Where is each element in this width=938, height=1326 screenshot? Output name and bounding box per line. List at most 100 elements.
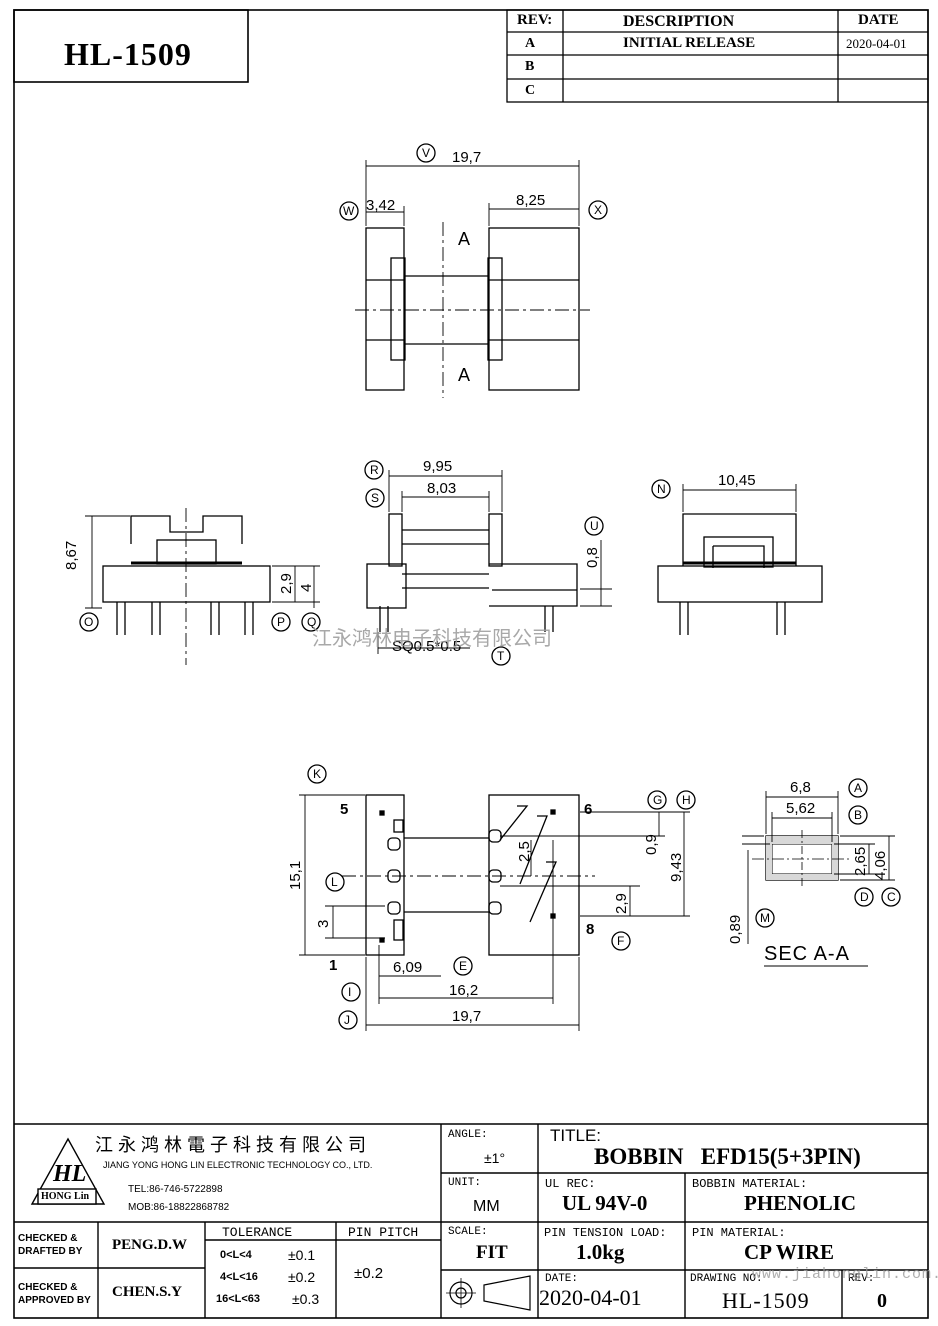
top-dim-overall: 19,7 xyxy=(452,149,482,166)
top-view-drawing xyxy=(339,143,608,398)
tolerance-range-3: 16<L<63 xyxy=(216,1293,261,1305)
tolerance-range-2: 4<L<16 xyxy=(220,1271,258,1283)
company-logo-subtext: HONG Lin xyxy=(41,1191,90,1202)
callout-k: K xyxy=(313,767,322,781)
url-watermark: www.jiahonglin.com.cn xyxy=(752,1266,938,1283)
front-pin-note: SQ0.5*0.5 xyxy=(392,638,462,655)
callout-j: J xyxy=(344,1013,350,1027)
callout-f: F xyxy=(617,934,625,948)
part-number: HL-1509 xyxy=(64,36,192,72)
callout-u: U xyxy=(590,519,599,533)
section-mark-bottom: A xyxy=(458,365,471,385)
angle-label: ANGLE: xyxy=(448,1129,488,1141)
drafted-label-1: CHECKED & xyxy=(18,1233,78,1244)
rev-row-a-description: INITIAL RELEASE xyxy=(623,35,756,51)
approved-by-value: CHEN.S.Y xyxy=(112,1284,183,1300)
ulrec-value: UL 94V-0 xyxy=(562,1191,648,1215)
scale-label: SCALE: xyxy=(448,1226,488,1238)
callout-v: V xyxy=(422,146,431,160)
callout-q: Q xyxy=(307,615,317,629)
side-view-drawing xyxy=(79,508,321,665)
section-mark-top: A xyxy=(458,229,471,249)
drawing-no-value: HL-1509 xyxy=(722,1288,810,1313)
part-number-box xyxy=(13,9,249,83)
end-view-drawing xyxy=(651,479,823,635)
bottom-dim-25: 2,5 xyxy=(516,841,533,862)
title-value: BOBBIN EFD15(5+3PIN) xyxy=(594,1144,861,1169)
company-name-cn: 江永鸿林電子科技有限公司 xyxy=(95,1135,371,1156)
rev-row-b-rev: B xyxy=(525,59,535,74)
title-block-grid xyxy=(14,1123,928,1318)
bottom-view-drawing xyxy=(299,764,696,1031)
pin-pitch-value: ±0.2 xyxy=(354,1265,384,1282)
bottom-dim-162: 16,2 xyxy=(449,982,479,999)
rev-row-c-rev: C xyxy=(525,83,536,98)
company-logo-text: HL xyxy=(53,1161,87,1187)
projection-symbol xyxy=(446,1275,531,1311)
angle-value: ±1° xyxy=(484,1150,506,1166)
bottom-dim-3: 3 xyxy=(315,919,332,928)
company-mob: MOB:86-18822868782 xyxy=(128,1202,230,1213)
bottom-dim-197: 19,7 xyxy=(452,1008,482,1025)
pin-tension-label: PIN TENSION LOAD: xyxy=(544,1226,667,1240)
pin-pitch-label: PIN PITCH xyxy=(348,1225,419,1240)
bobbin-material-value: PHENOLIC xyxy=(744,1191,857,1215)
callout-t: T xyxy=(497,649,505,663)
side-dim-4: 4 xyxy=(298,583,315,592)
scale-value: FIT xyxy=(476,1242,508,1263)
bottom-dim-09: 0,9 xyxy=(643,834,660,855)
pin-label-6: 6 xyxy=(584,801,593,818)
section-view-drawing xyxy=(742,778,901,967)
tolerance-range-1: 0<L<4 xyxy=(220,1249,252,1261)
sec-dim-265: 2,65 xyxy=(852,846,869,876)
tolerance-value-3: ±0.3 xyxy=(292,1291,320,1307)
tolerance-value-1: ±0.1 xyxy=(288,1247,316,1263)
tolerance-value-2: ±0.2 xyxy=(288,1269,316,1285)
bottom-dim-609: 6,09 xyxy=(393,959,423,976)
section-title: SEC A-A xyxy=(764,943,850,965)
callout-a: A xyxy=(854,781,863,795)
description-header: DESCRIPTION xyxy=(623,13,735,30)
side-dim-height: 8,67 xyxy=(63,540,80,570)
front-dim-08: 0,8 xyxy=(584,547,601,568)
front-view-drawing xyxy=(364,460,612,666)
sec-dim-68: 6,8 xyxy=(790,779,811,796)
company-name-en: JIANG YONG HONG LIN ELECTRONIC TECHNOLOG… xyxy=(103,1160,373,1170)
pin-label-5: 5 xyxy=(340,801,349,818)
drafted-by-value: PENG.D.W xyxy=(112,1237,187,1253)
callout-n: N xyxy=(657,482,666,496)
callout-r: R xyxy=(370,463,379,477)
date-value: 2020-04-01 xyxy=(539,1285,642,1310)
sec-dim-406: 4,06 xyxy=(872,850,889,880)
rev-header: REV: xyxy=(517,12,553,28)
callout-o: O xyxy=(84,615,94,629)
bobbin-material-label: BOBBIN MATERIAL: xyxy=(692,1177,808,1191)
callout-p: P xyxy=(277,615,286,629)
sec-dim-562: 5,62 xyxy=(786,800,816,817)
pin-tension-value: 1.0kg xyxy=(576,1240,625,1264)
pin-label-1: 1 xyxy=(329,957,338,974)
callout-i: I xyxy=(348,985,352,999)
bottom-dim-151: 15,1 xyxy=(287,860,304,890)
front-dim-outer: 9,95 xyxy=(423,458,453,475)
bottom-dim-943: 9,43 xyxy=(668,852,685,882)
revision-table-grid xyxy=(506,9,929,103)
rev-value: 0 xyxy=(877,1290,887,1312)
end-dim-width: 10,45 xyxy=(718,472,756,489)
sec-dim-089: 0,89 xyxy=(727,914,744,944)
front-dim-inner: 8,03 xyxy=(427,480,457,497)
callout-m: M xyxy=(760,911,770,925)
company-logo-mark xyxy=(30,1137,106,1205)
unit-value: MM xyxy=(473,1198,500,1215)
top-dim-right: 8,25 xyxy=(516,192,546,209)
drawing-no-label: DRAWING NO: xyxy=(690,1273,763,1285)
date-header: DATE xyxy=(858,12,899,28)
pin-label-8: 8 xyxy=(586,921,595,938)
callout-s: S xyxy=(371,491,380,505)
callout-l: L xyxy=(331,875,338,889)
callout-h: H xyxy=(682,793,691,807)
rev-label: REV: xyxy=(848,1273,875,1285)
approved-label-2: APPROVED BY xyxy=(18,1295,91,1306)
